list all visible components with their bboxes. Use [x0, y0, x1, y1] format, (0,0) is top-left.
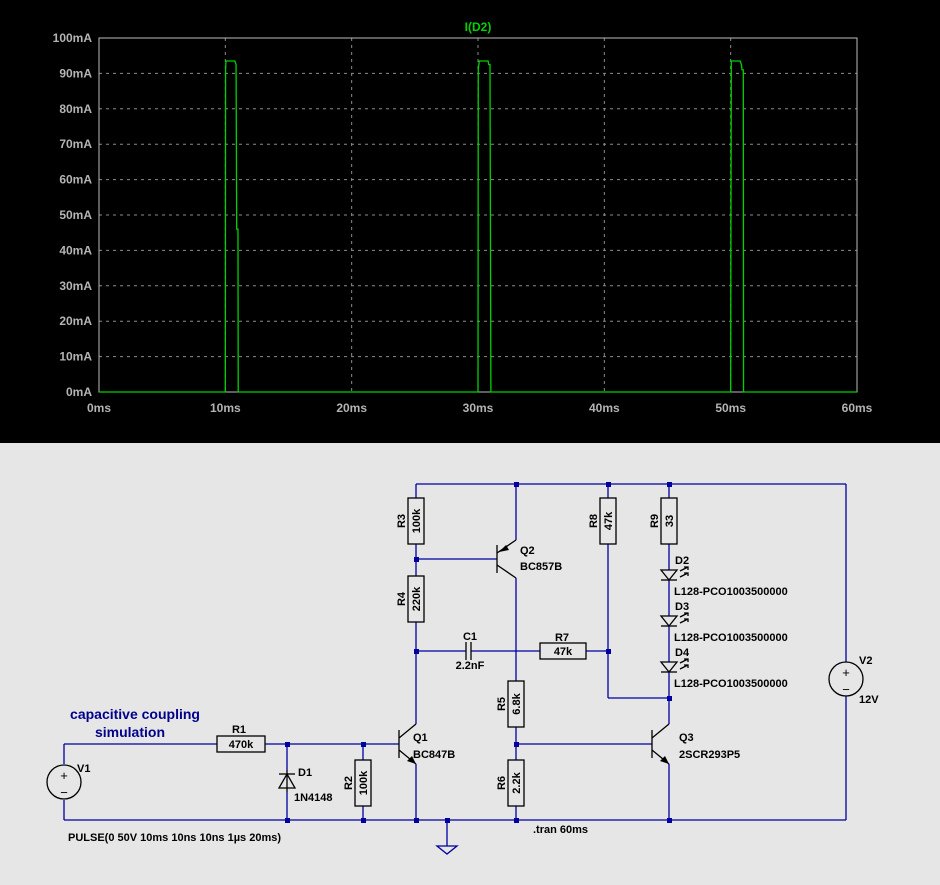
- comment-line-2[interactable]: simulation: [95, 724, 165, 740]
- v2-plus-icon: +: [842, 665, 850, 680]
- transistor-q2[interactable]: Q2 BC857B: [496, 539, 562, 579]
- y-tick-label: 0mA: [66, 385, 92, 399]
- ground-icon[interactable]: [435, 845, 459, 855]
- y-tick-label: 100mA: [53, 31, 93, 45]
- v1-ref: V1: [77, 763, 90, 775]
- schematic[interactable]: 470k R1 100k R2 100k R3 220k R4 6.8k R5: [0, 443, 940, 880]
- y-tick-label: 40mA: [59, 243, 92, 257]
- r2-ref: R2: [343, 776, 355, 790]
- led-d2[interactable]: D2 L128-PCO1003500000: [659, 555, 788, 598]
- q1-ref: Q1: [413, 732, 428, 744]
- y-tick-label: 80mA: [59, 102, 92, 116]
- v2-ref: V2: [859, 655, 872, 667]
- resistor-r2[interactable]: 100k R2: [343, 759, 372, 807]
- capacitor-c1[interactable]: C1 2.2nF: [456, 631, 485, 672]
- d1-ref: D1: [298, 767, 312, 779]
- led-d4[interactable]: D4 L128-PCO1003500000: [659, 647, 788, 690]
- r3-ref: R3: [396, 514, 408, 528]
- c1-ref: C1: [463, 631, 477, 643]
- schematic-editor[interactable]: 470k R1 100k R2 100k R3 220k R4 6.8k R5: [0, 443, 940, 880]
- resistor-r9[interactable]: 33 R9: [649, 497, 678, 545]
- r5-value: 6.8k: [511, 692, 523, 714]
- r9-value: 33: [664, 515, 676, 527]
- y-tick-label: 90mA: [59, 66, 92, 80]
- comment-line-1[interactable]: capacitive coupling: [70, 706, 200, 722]
- y-tick-label: 50mA: [59, 208, 92, 222]
- d2-value: L128-PCO1003500000: [674, 586, 788, 598]
- waveform-viewer[interactable]: I(D2) 0ms 10ms 20ms 30ms 40ms 50ms 60ms 0mA 10mA…: [0, 0, 940, 443]
- x-tick-label: 30ms: [463, 401, 494, 415]
- v1-minus-icon: −: [60, 785, 68, 800]
- x-tick-label: 20ms: [336, 401, 367, 415]
- resistor-r1[interactable]: 470k R1: [216, 724, 266, 753]
- r9-ref: R9: [649, 514, 661, 528]
- r7-ref: R7: [555, 632, 569, 644]
- y-tick-label: 10mA: [59, 350, 92, 364]
- y-tick-label: 70mA: [59, 137, 92, 151]
- r4-ref: R4: [396, 591, 408, 606]
- spice-directive[interactable]: .tran 60ms: [533, 824, 588, 836]
- q2-ref: Q2: [520, 545, 535, 557]
- series-line[interactable]: [99, 60, 857, 393]
- c1-value: 2.2nF: [456, 660, 485, 672]
- resistor-r5[interactable]: 6.8k R5: [496, 680, 525, 728]
- voltage-source-v2[interactable]: + − V2 12V: [828, 655, 879, 706]
- r3-value: 100k: [411, 508, 423, 533]
- r8-value: 47k: [603, 511, 615, 530]
- q3-value: 2SCR293P5: [679, 749, 740, 761]
- v2-minus-icon: −: [842, 682, 850, 697]
- x-tick-label: 60ms: [842, 401, 873, 415]
- led-d3[interactable]: D3 L128-PCO1003500000: [659, 601, 788, 644]
- d2-ref: D2: [675, 555, 689, 567]
- resistor-r6[interactable]: 2.2k R6: [496, 759, 525, 807]
- y-tick-label: 60mA: [59, 173, 92, 187]
- diode-d1[interactable]: D1 1N4148: [277, 767, 333, 804]
- y-tick-label: 30mA: [59, 279, 92, 293]
- transistor-q3[interactable]: Q3 2SCR293P5: [651, 723, 740, 765]
- x-tick-label: 50ms: [715, 401, 746, 415]
- transistor-q1[interactable]: Q1 BC847B: [398, 723, 455, 765]
- trace-title[interactable]: I(D2): [465, 20, 492, 34]
- r4-value: 220k: [411, 586, 423, 611]
- x-tick-label: 10ms: [210, 401, 241, 415]
- x-tick-label: 40ms: [589, 401, 620, 415]
- q2-value: BC857B: [520, 561, 562, 573]
- resistor-r8[interactable]: 47k R8: [588, 497, 617, 545]
- voltage-source-v1[interactable]: + − V1 PULSE(0 50V 10ms 10ns 10ns 1µs 20…: [46, 763, 281, 844]
- r1-value: 470k: [229, 739, 254, 751]
- r2-value: 100k: [358, 770, 370, 795]
- d4-ref: D4: [675, 647, 690, 659]
- resistor-r7[interactable]: 47k R7: [539, 632, 587, 660]
- q1-value: BC847B: [413, 749, 455, 761]
- v2-value: 12V: [859, 694, 879, 706]
- d3-value: L128-PCO1003500000: [674, 632, 788, 644]
- r8-ref: R8: [588, 514, 600, 528]
- v1-plus-icon: +: [60, 768, 68, 783]
- r1-ref: R1: [232, 724, 246, 736]
- d1-value: 1N4148: [294, 792, 333, 804]
- junction-dots: [285, 482, 672, 823]
- x-tick-label: 0ms: [87, 401, 111, 415]
- q3-ref: Q3: [679, 732, 694, 744]
- d3-ref: D3: [675, 601, 689, 613]
- r7-value: 47k: [554, 646, 573, 658]
- waveform-plot[interactable]: I(D2) 0ms 10ms 20ms 30ms 40ms 50ms 60ms 0mA 10mA…: [0, 0, 940, 443]
- y-tick-label: 20mA: [59, 314, 92, 328]
- r6-value: 2.2k: [511, 771, 523, 793]
- r5-ref: R5: [496, 697, 508, 711]
- resistor-r3[interactable]: 100k R3: [396, 497, 425, 545]
- resistor-r4[interactable]: 220k R4: [396, 575, 425, 623]
- r6-ref: R6: [496, 776, 508, 790]
- d4-value: L128-PCO1003500000: [674, 678, 788, 690]
- v1-value: PULSE(0 50V 10ms 10ns 10ns 1µs 20ms): [68, 832, 281, 844]
